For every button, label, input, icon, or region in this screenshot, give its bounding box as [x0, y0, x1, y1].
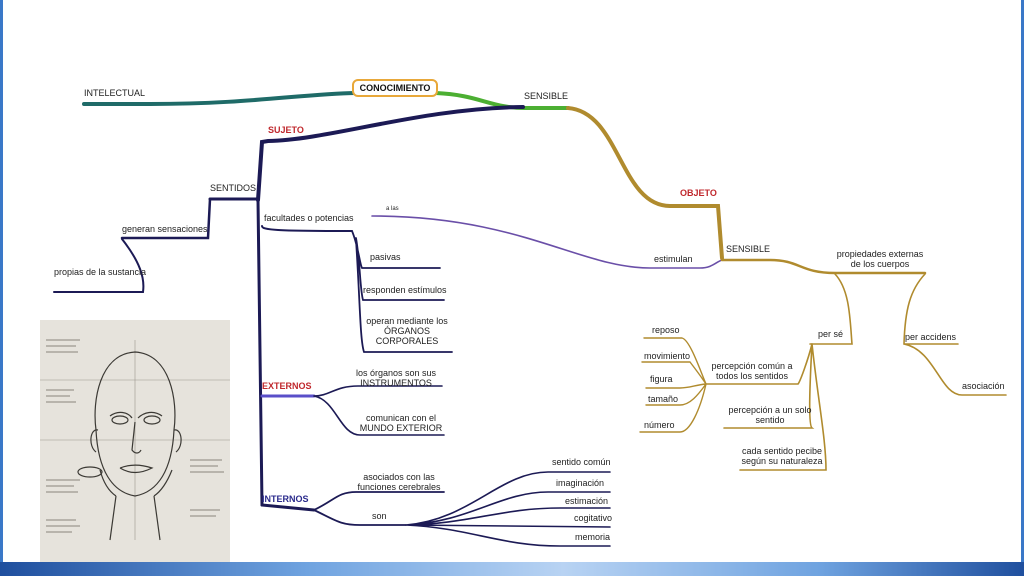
node-pasivas[interactable]: pasivas — [370, 252, 401, 262]
node-estimulan[interactable]: estimulan — [654, 254, 693, 264]
node-facultades[interactable]: facultades o potencias — [264, 213, 354, 223]
node-per-se[interactable]: per sé — [818, 329, 844, 339]
node-a-las: a las — [386, 206, 399, 212]
line-ext-sub — [313, 385, 445, 436]
line-comunes — [639, 337, 707, 433]
node-externos[interactable]: EXTERNOS — [262, 381, 312, 391]
node-internos[interactable]: INTERNOS — [262, 494, 309, 504]
node-asociacion[interactable]: asociación — [962, 381, 1005, 391]
node-sentidos[interactable]: SENTIDOS — [210, 183, 257, 193]
node-sentido-comun[interactable]: sentido común — [552, 457, 611, 467]
line-generan — [120, 197, 212, 240]
node-estimacion[interactable]: estimación — [565, 496, 609, 506]
leonardo-head-sketch-image — [40, 320, 230, 562]
line-sujeto — [256, 105, 525, 202]
node-imaginacion[interactable]: imaginación — [556, 478, 605, 488]
line-fac-sub — [351, 230, 453, 353]
node-responden[interactable]: responden estímulos — [363, 285, 447, 295]
node-sensible-objeto[interactable]: SENSIBLE — [726, 244, 771, 254]
line-objeto — [566, 106, 724, 260]
node-numero[interactable]: número — [644, 420, 675, 430]
line-per-se-sub — [705, 343, 827, 471]
node-objeto[interactable]: OBJETO — [680, 188, 717, 198]
node-figura[interactable]: figura — [650, 374, 673, 384]
line-sensible-obj — [720, 258, 927, 275]
node-memoria[interactable]: memoria — [575, 532, 611, 542]
node-generan[interactable]: generan sensaciones — [122, 224, 208, 234]
node-sujeto[interactable]: SUJETO — [268, 125, 304, 135]
node-sensible[interactable]: SENSIBLE — [524, 91, 569, 101]
line-int-sub — [313, 491, 445, 526]
node-intelectual[interactable]: INTELECTUAL — [84, 88, 146, 98]
line-son-items — [405, 471, 611, 547]
node-per-accidens[interactable]: per accidens — [905, 332, 957, 342]
frame-left — [0, 0, 3, 576]
bottom-decorative-bar — [0, 562, 1024, 576]
node-son[interactable]: son — [372, 511, 387, 521]
line-per-se — [809, 273, 853, 345]
line-intelectual — [82, 91, 358, 106]
line-trunk — [256, 198, 264, 507]
node-tamano[interactable]: tamaño — [648, 394, 679, 404]
node-cogitativo[interactable]: cogitativo — [574, 513, 613, 523]
line-internos — [260, 503, 316, 512]
frame-right — [1021, 0, 1024, 576]
line-per-accidens — [903, 273, 1007, 396]
line-propias — [53, 238, 145, 293]
node-propias[interactable]: propias de la sustancia — [54, 267, 147, 277]
line-facultades — [261, 225, 353, 232]
node-movimiento[interactable]: movimiento — [644, 351, 691, 361]
line-estimulan — [371, 215, 723, 269]
node-reposo[interactable]: reposo — [652, 325, 680, 335]
root-node[interactable]: CONOCIMIENTO — [352, 79, 438, 97]
